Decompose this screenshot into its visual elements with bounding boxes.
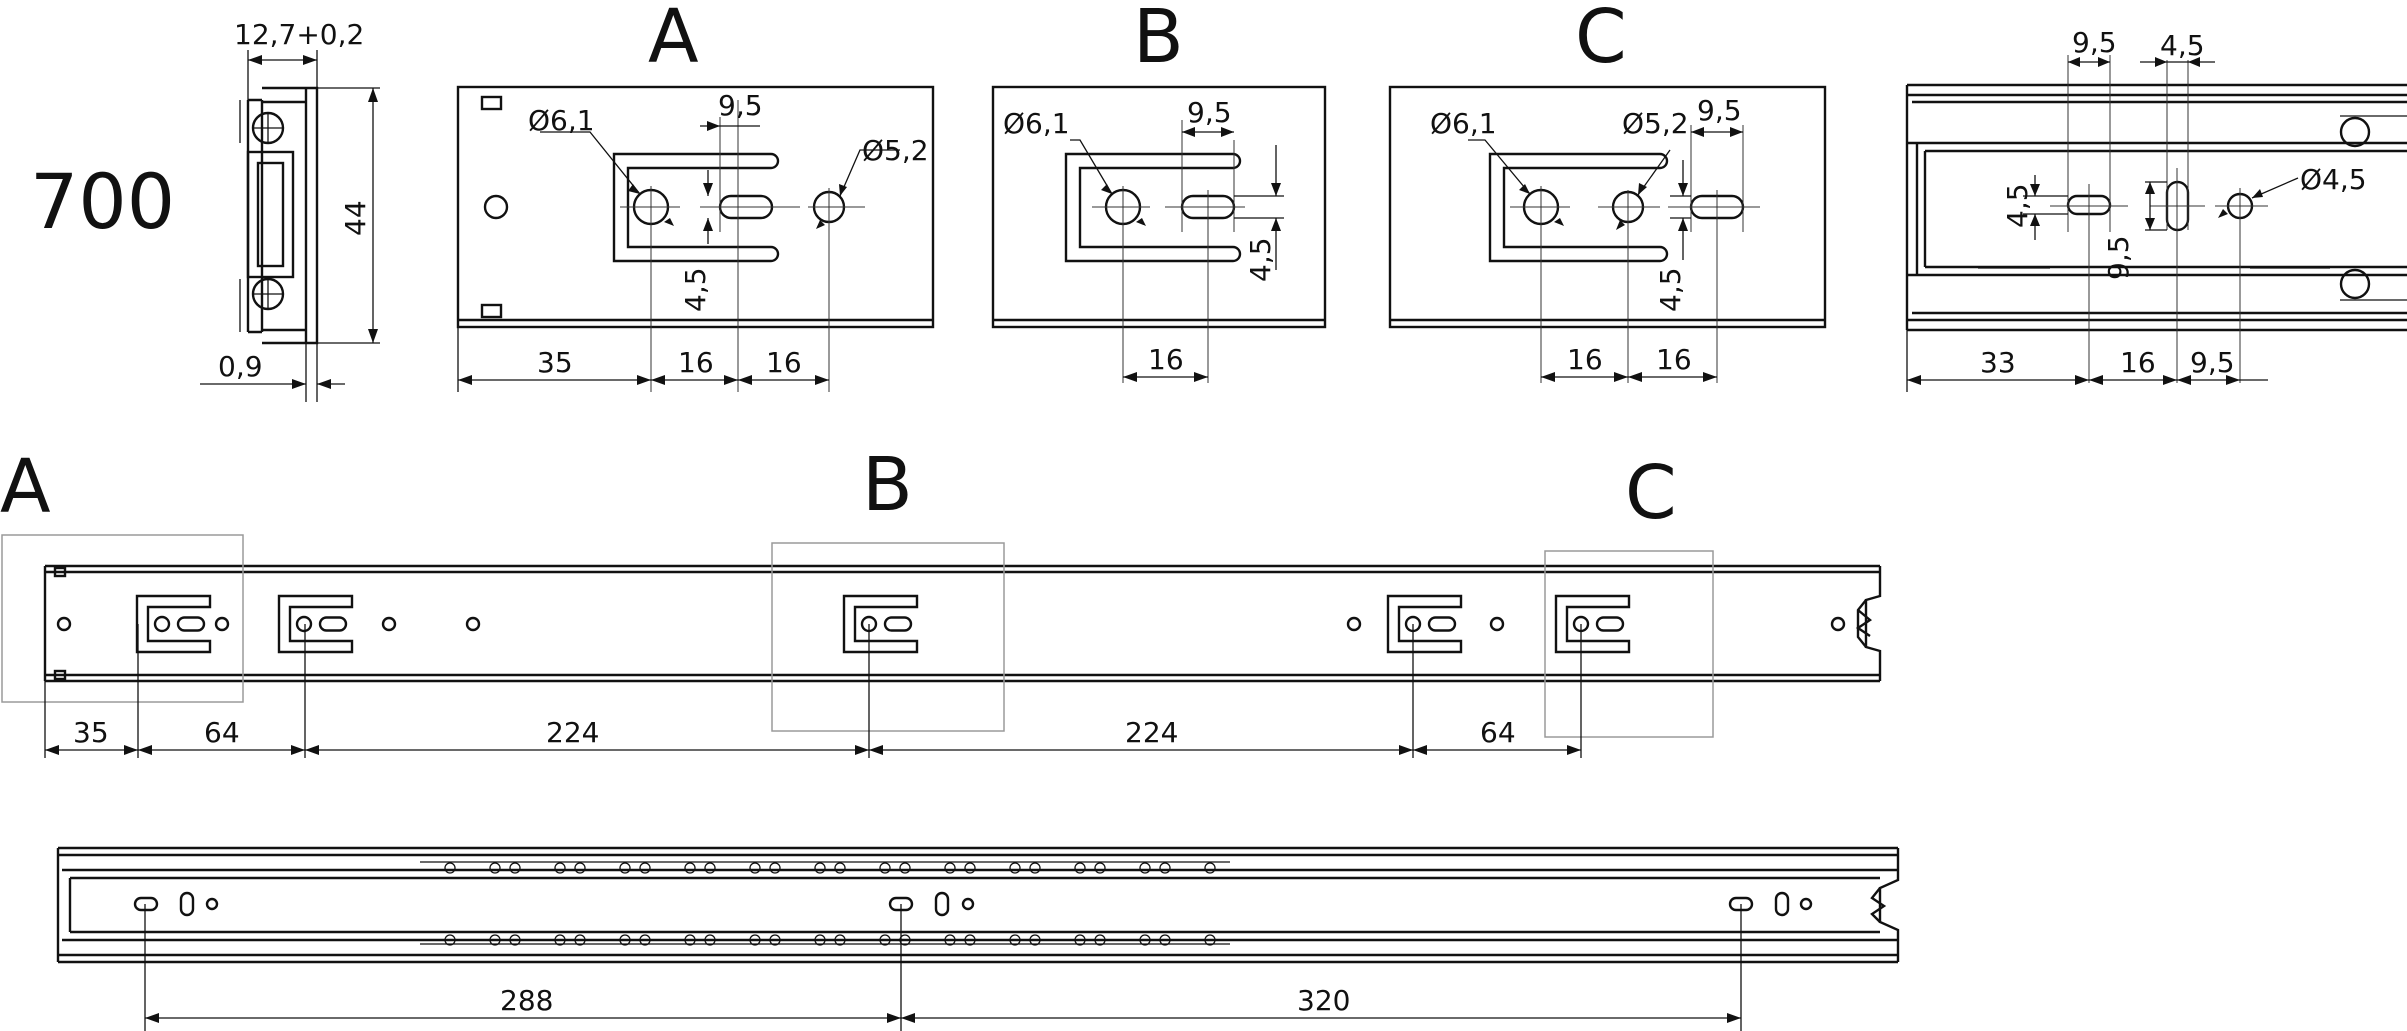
detail-b-slot-width: 4,5 xyxy=(1244,237,1277,282)
detail-a-slot-len: 9,5 xyxy=(718,89,763,122)
slide-assembly: 288 320 xyxy=(56,846,1900,1031)
profile-height-dim: 44 xyxy=(339,200,372,236)
rail-dim-4: 224 xyxy=(1125,716,1178,749)
rail-dim-1: 35 xyxy=(73,716,109,749)
detail-c-dim-2: 16 xyxy=(1656,343,1692,376)
detail-a-dim-1: 35 xyxy=(537,346,573,379)
detail-c-hole-small: Ø5,2 xyxy=(1622,107,1689,140)
detail-c-title: C xyxy=(1575,0,1627,80)
detail-a-hole-large: Ø6,1 xyxy=(528,104,595,137)
detail-b: Ø6,1 9,5 4,5 16 xyxy=(991,85,1327,383)
rail-label-c: C xyxy=(1625,450,1677,536)
side-slot-h-width: 4,5 xyxy=(2001,183,2034,228)
detail-a: Ø6,1 Ø5,2 9,5 4,5 35 16 16 xyxy=(456,85,935,392)
profile-section: 12,7+0,2 44 0,9 xyxy=(200,18,380,402)
detail-a-title: A xyxy=(648,0,699,80)
rail-label-b: B xyxy=(862,442,913,528)
detail-c-slot-len: 9,5 xyxy=(1697,94,1742,127)
detail-b-title: B xyxy=(1133,0,1184,80)
detail-b-slot-len: 9,5 xyxy=(1187,96,1232,129)
detail-a-dim-3: 16 xyxy=(766,346,802,379)
side-dim-3: 9,5 xyxy=(2190,346,2235,379)
side-dim-2: 16 xyxy=(2120,346,2156,379)
slide-dim-1: 288 xyxy=(500,984,553,1017)
detail-c-dim-1: 16 xyxy=(1567,343,1603,376)
detail-b-dim-1: 16 xyxy=(1148,343,1184,376)
profile-width-dim: 12,7+0,2 xyxy=(234,18,364,51)
rail-dim-3: 224 xyxy=(546,716,599,749)
side-slot-h: 9,5 xyxy=(2072,26,2117,59)
detail-c-hole-large: Ø6,1 xyxy=(1430,107,1497,140)
detail-a-dim-2: 16 xyxy=(678,346,714,379)
side-slot-v-len: 9,5 xyxy=(2102,235,2135,280)
slide-dim-2: 320 xyxy=(1297,984,1350,1017)
detail-c-slot-width: 4,5 xyxy=(1654,267,1687,312)
model-number: 700 xyxy=(30,157,175,246)
detail-side: 9,5 4,5 4,5 9,5 Ø4,5 33 16 9,5 xyxy=(1905,26,2407,392)
rail-label-a: A xyxy=(0,444,51,530)
detail-c: Ø6,1 Ø5,2 9,5 4,5 16 16 xyxy=(1388,85,1827,383)
side-dim-1: 33 xyxy=(1980,346,2016,379)
detail-b-hole-large: Ø6,1 xyxy=(1003,107,1070,140)
side-hole: Ø4,5 xyxy=(2300,163,2367,196)
detail-a-hole-small: Ø5,2 xyxy=(862,134,929,167)
rail-dim-2: 64 xyxy=(204,716,240,749)
detail-a-slot-width: 4,5 xyxy=(679,267,712,312)
side-slot-v: 4,5 xyxy=(2160,29,2205,62)
rail-dim-5: 64 xyxy=(1480,716,1516,749)
profile-offset-dim: 0,9 xyxy=(218,350,263,383)
rail-elevation: 35 64 224 224 64 xyxy=(1,534,1882,758)
